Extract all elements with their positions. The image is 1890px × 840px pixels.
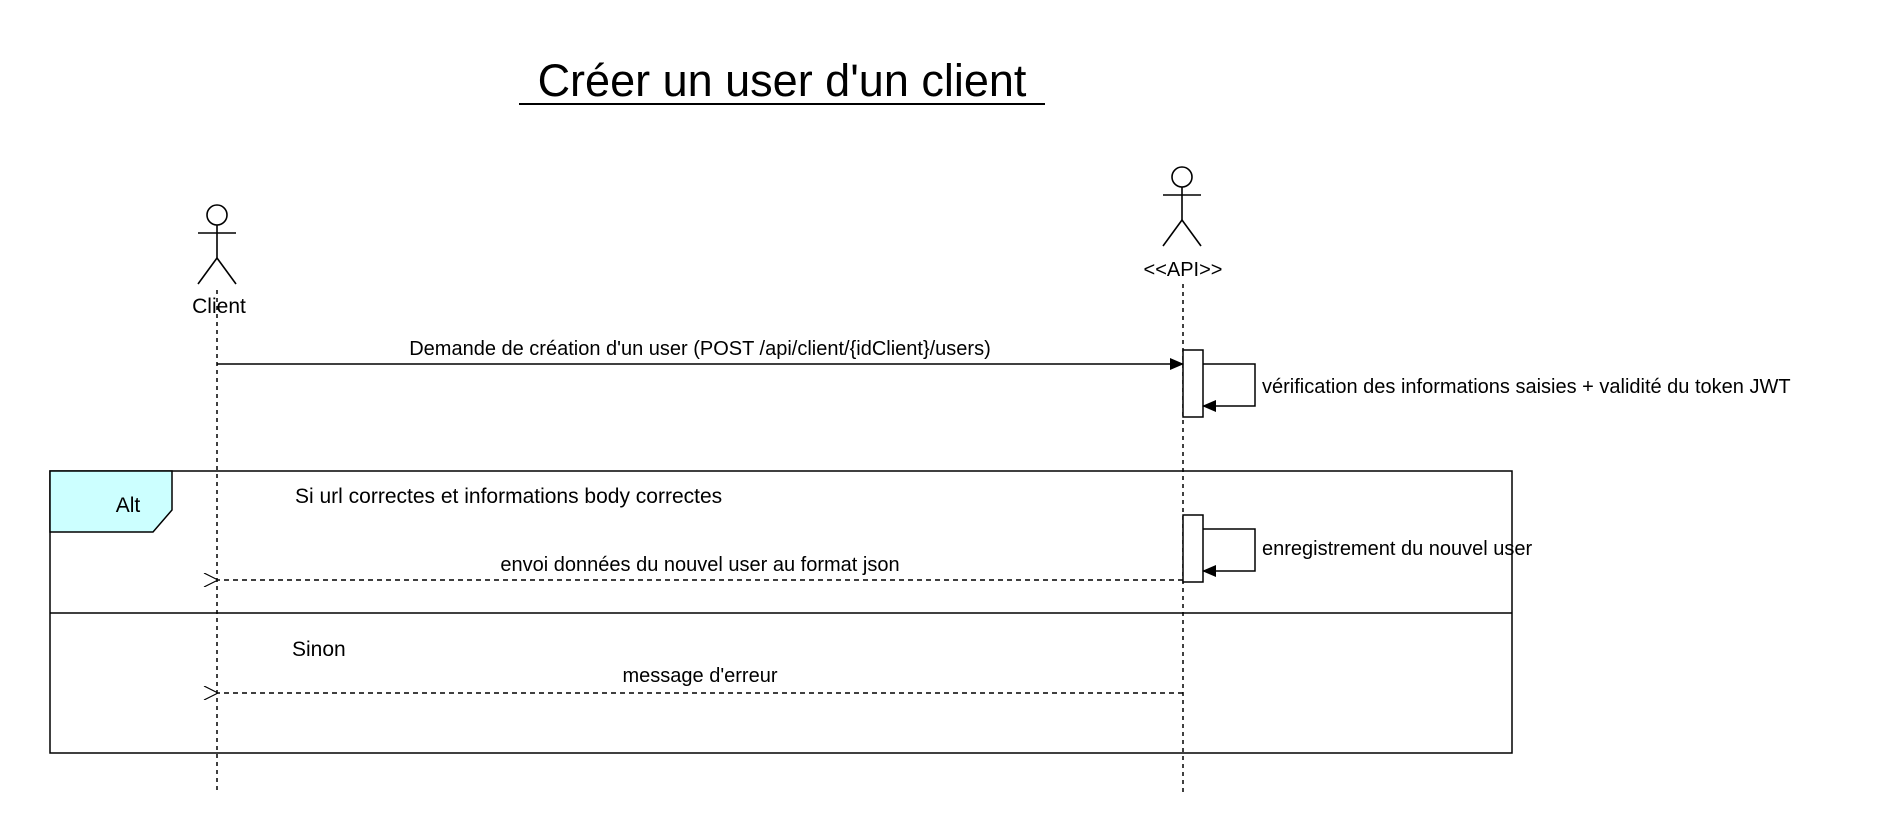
alt-fragment-tag-label: Alt — [116, 494, 141, 517]
client-actor-label: Client — [192, 295, 246, 318]
error-response-label: message d'erreur — [623, 665, 778, 687]
diagram-title: Créer un user d'un client — [538, 55, 1027, 106]
stick-figure-icon — [197, 204, 237, 285]
client-actor: Client — [192, 204, 246, 318]
stick-figure-icon — [1162, 166, 1202, 247]
save-self-message-label: enregistrement du nouvel user — [1262, 538, 1532, 560]
verification-self-message — [1202, 363, 1256, 412]
request-message-label: Demande de création d'un user (POST /api… — [409, 338, 991, 360]
verification-self-message-label: vérification des informations saisies + … — [1262, 376, 1791, 398]
activation-bar-save — [1182, 514, 1204, 583]
alt-guard-if: Si url correctes et informations body co… — [295, 485, 722, 508]
activation-bar-verification — [1182, 349, 1204, 418]
alt-fragment: Alt Si url correctes et informations bod… — [49, 470, 1513, 754]
save-self-message — [1202, 528, 1256, 577]
api-actor-label: <<API>> — [1144, 259, 1223, 281]
alt-fragment-frame — [49, 470, 1513, 754]
alt-guard-else: Sinon — [292, 638, 346, 661]
alt-fragment-tag — [49, 470, 173, 533]
api-actor: <<API>> — [1144, 166, 1223, 281]
success-response-label: envoi données du nouvel user au format j… — [500, 554, 899, 576]
